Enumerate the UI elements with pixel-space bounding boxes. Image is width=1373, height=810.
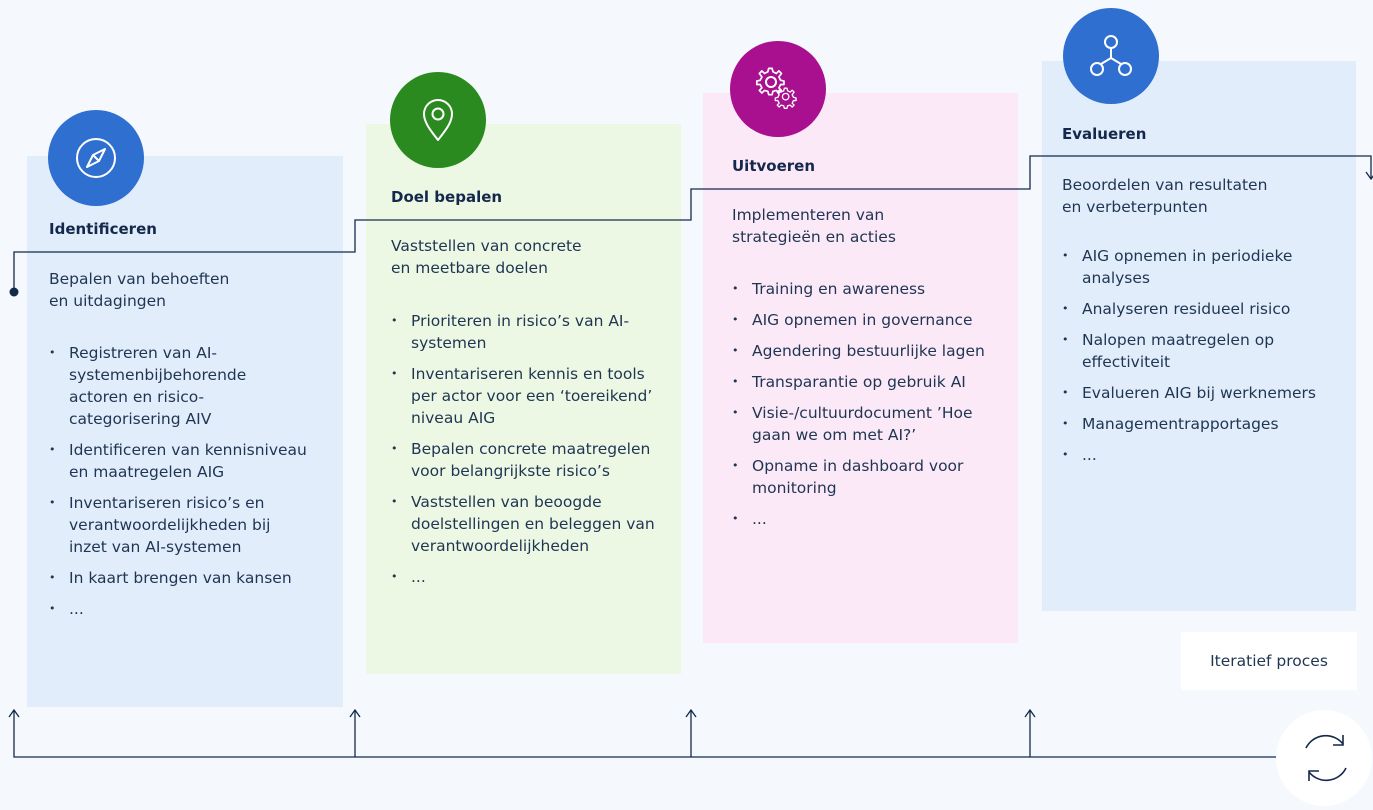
list-item: Registreren van AI-systemenbijbehorende … <box>49 342 309 430</box>
card-title: Evalueren <box>1062 125 1147 143</box>
list-item: Training en awareness <box>732 278 1002 300</box>
subtitle-line: en uitdagingen <box>49 292 166 310</box>
card-subtitle: Beoordelen van resultaten en verbeterpun… <box>1062 174 1267 218</box>
cycle-arrows-icon <box>1305 734 1347 782</box>
card-uitvoeren: Uitvoeren Implementeren van strategieën … <box>703 93 1018 643</box>
gears-icon <box>730 41 826 137</box>
list-item: Prioriteren in risico’s van AI-systemen <box>391 310 661 354</box>
card-title: Uitvoeren <box>732 157 815 175</box>
list-item: Bepalen concrete maatregelen voor belang… <box>391 438 661 482</box>
arrow-down-icon <box>1365 171 1373 181</box>
list-item: Nalopen maatregelen op effectiviteit <box>1062 329 1337 373</box>
subtitle-line: Implementeren van <box>732 206 885 224</box>
card-list: Registreren van AI-systemenbijbehorende … <box>49 342 309 629</box>
list-item: Transparantie op gebruik AI <box>732 371 1002 393</box>
cycle-container <box>1276 710 1372 806</box>
card-list: AIG opnemen in periodieke analysesAnalys… <box>1062 245 1337 475</box>
location-pin-icon <box>390 72 486 168</box>
compass-icon <box>48 110 144 206</box>
card-identificeren: Identificeren Bepalen van behoeften en u… <box>27 156 343 707</box>
arrow-up-icon <box>349 708 361 718</box>
list-item: Opname in dashboard voor monitoring <box>732 455 1002 499</box>
list-item: ... <box>391 566 661 588</box>
list-item: ... <box>1062 444 1337 466</box>
share-nodes-icon <box>1063 8 1159 104</box>
subtitle-line: en verbeterpunten <box>1062 198 1208 216</box>
subtitle-line: en meetbare doelen <box>391 259 548 277</box>
list-item: Evalueren AIG bij werknemers <box>1062 382 1337 404</box>
list-item: Inventariseren kennis en tools per actor… <box>391 363 661 429</box>
card-list: Prioriteren in risico’s van AI-systemenI… <box>391 310 661 597</box>
card-subtitle: Bepalen van behoeften en uitdagingen <box>49 268 229 312</box>
card-title: Doel bepalen <box>391 188 503 206</box>
list-item: Vaststellen van beoogde doelstellingen e… <box>391 491 661 557</box>
arrow-up-icon <box>8 708 20 718</box>
start-dot <box>9 287 19 297</box>
list-item: Analyseren residueel risico <box>1062 298 1337 320</box>
card-title: Identificeren <box>49 220 157 238</box>
list-item: Inventariseren risico’s en verantwoordel… <box>49 492 309 558</box>
list-item: Visie-/cultuurdocument ’Hoe gaan we om m… <box>732 402 1002 446</box>
list-item: Managementrapportages <box>1062 413 1337 435</box>
subtitle-line: Vaststellen van concrete <box>391 237 582 255</box>
card-evalueren: Evalueren Beoordelen van resultaten en v… <box>1042 61 1356 611</box>
list-item: ... <box>49 598 309 620</box>
card-doel-bepalen: Doel bepalen Vaststellen van concrete en… <box>366 124 681 674</box>
arrow-up-icon <box>1024 708 1036 718</box>
staircase-line <box>13 155 1372 292</box>
arrow-up-icon <box>685 708 697 718</box>
card-list: Training en awarenessAIG opnemen in gove… <box>732 278 1002 539</box>
list-item: Agendering bestuurlijke lagen <box>732 340 1002 362</box>
list-item: AIG opnemen in periodieke analyses <box>1062 245 1337 289</box>
card-subtitle: Implementeren van strategieën en acties <box>732 204 896 248</box>
list-item: Identificeren van kennisniveau en maatre… <box>49 439 309 483</box>
list-item: ... <box>732 508 1002 530</box>
subtitle-line: strategieën en acties <box>732 228 896 246</box>
iteratief-proces-label: Iteratief proces <box>1181 632 1357 690</box>
list-item: AIG opnemen in governance <box>732 309 1002 331</box>
list-item: In kaart brengen van kansen <box>49 567 309 589</box>
subtitle-line: Bepalen van behoeften <box>49 270 230 288</box>
bottom-loop-line <box>13 711 1290 758</box>
subtitle-line: Beoordelen van resultaten <box>1062 176 1268 194</box>
card-subtitle: Vaststellen van concrete en meetbare doe… <box>391 235 582 279</box>
